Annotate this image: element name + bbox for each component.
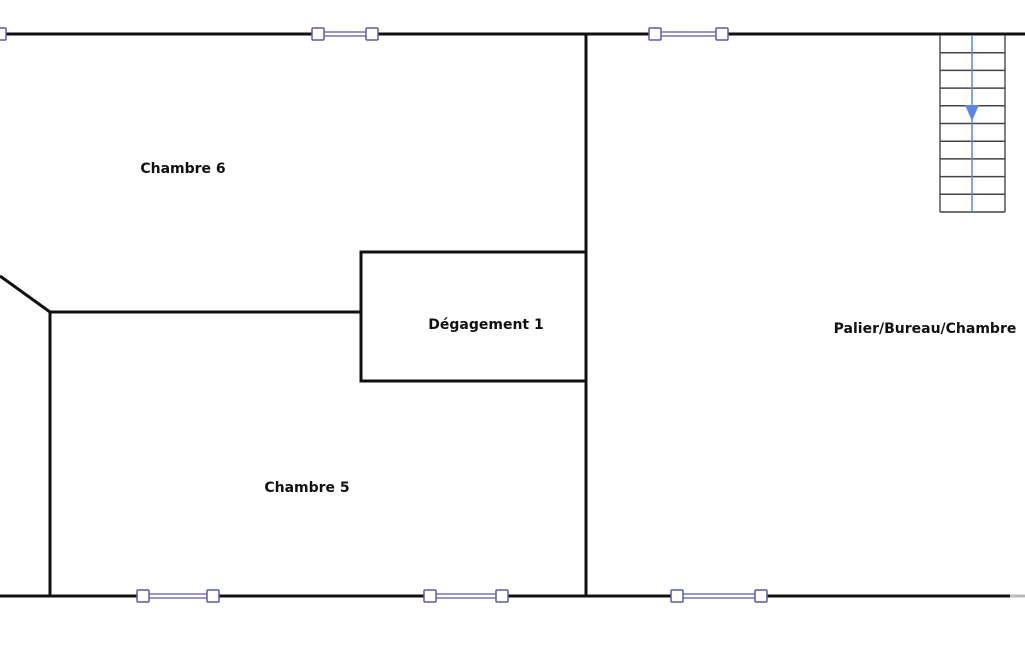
window-frame [206,589,220,603]
room-label-degagement-1: Dégagement 1 [428,317,544,333]
windows [0,27,768,603]
window [311,27,379,41]
window [670,589,768,603]
staircase [939,35,1006,213]
degagement-walls [359,250,588,383]
window-frame [311,27,325,41]
window-frame [715,27,729,41]
arrow-down-icon [965,105,979,121]
window-frame [495,589,509,603]
walls [0,32,1025,598]
window-frame [670,589,684,603]
window [0,27,7,41]
window-frame [423,589,437,603]
room-label-chambre-6: Chambre 6 [140,161,226,177]
wall-diagonal [0,274,51,314]
window [136,589,220,603]
room-label-chambre-5: Chambre 5 [264,480,350,496]
room-label-palier: Palier/Bureau/Chambre [833,321,1017,337]
window-frame [365,27,379,41]
window [648,27,729,41]
window-frame [0,27,7,41]
window-frame [136,589,150,603]
window [423,589,509,603]
window-frame [648,27,662,41]
window-frame [754,589,768,603]
